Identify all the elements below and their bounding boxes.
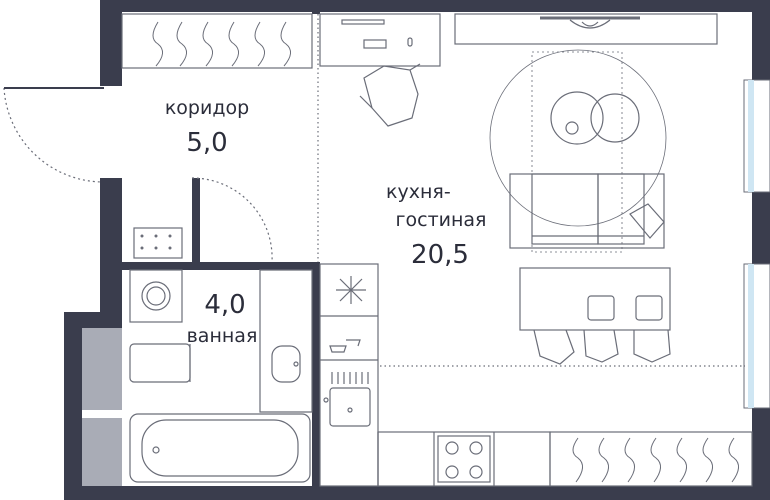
living-area: 20,5 xyxy=(411,240,469,270)
corridor-area: 5,0 xyxy=(186,128,228,158)
shaft-panels xyxy=(82,328,122,486)
shoe-cabinet-marks xyxy=(140,234,172,250)
walls xyxy=(64,0,770,500)
living-name-line2: гостиная xyxy=(395,209,487,231)
corridor-name: коридор xyxy=(164,97,250,119)
bathroom-area: 4,0 xyxy=(204,290,246,320)
living-name-line1: кухня- xyxy=(386,181,451,203)
bathroom-name: ванная xyxy=(186,325,258,347)
hanger-patterns xyxy=(152,21,739,483)
fixtures xyxy=(3,13,753,487)
windows xyxy=(743,79,770,409)
